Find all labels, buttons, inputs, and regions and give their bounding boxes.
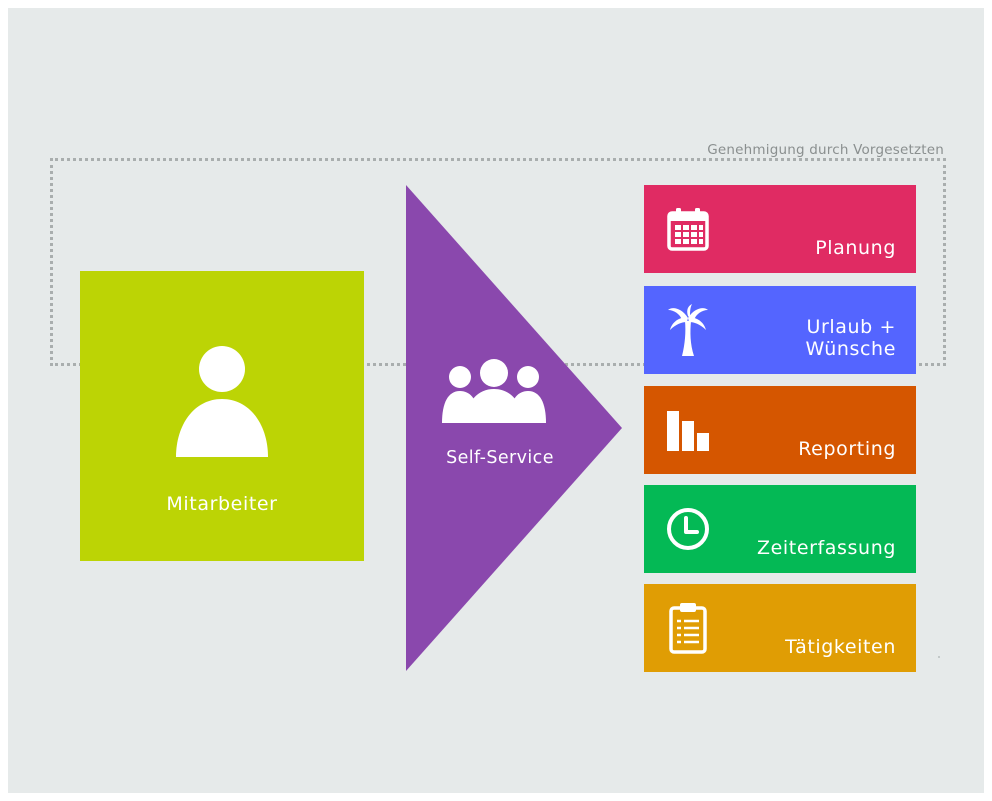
clock-icon — [664, 503, 712, 555]
module-label-line1: Zeiterfassung — [756, 537, 896, 559]
module-label: Urlaub + Wünsche — [806, 316, 896, 360]
module-label: Planung — [815, 237, 896, 259]
calendar-icon — [664, 203, 712, 255]
module-taetigkeiten: Tätigkeiten — [644, 584, 916, 672]
employee-block: Mitarbeiter — [80, 271, 364, 561]
decorative-dot — [938, 656, 940, 658]
module-label: Zeiterfassung — [757, 537, 896, 559]
self-service-label: Self-Service — [446, 448, 554, 468]
palm-tree-icon — [664, 304, 712, 356]
self-service-block: Self-Service — [406, 185, 622, 671]
group-icon — [442, 359, 546, 423]
employee-label: Mitarbeiter — [166, 493, 278, 515]
bar-chart-icon — [664, 404, 712, 456]
module-label-line1: Tätigkeiten — [785, 636, 896, 658]
module-zeiterfassung: Zeiterfassung — [644, 485, 916, 573]
module-planung: Planung — [644, 185, 916, 273]
module-label: Reporting — [798, 438, 896, 460]
clipboard-icon — [664, 602, 712, 654]
module-reporting: Reporting — [644, 386, 916, 474]
module-label-line1: Urlaub + — [806, 316, 896, 338]
module-label: Tätigkeiten — [785, 636, 896, 658]
module-label-line2: Wünsche — [805, 338, 896, 360]
approval-label: Genehmigung durch Vorgesetzten — [701, 142, 950, 158]
module-label-line1: Reporting — [798, 438, 896, 460]
self-service-arrow — [406, 185, 622, 671]
person-icon — [176, 346, 268, 457]
module-label-line1: Planung — [815, 237, 896, 259]
module-urlaub-wuensche: Urlaub + Wünsche — [644, 286, 916, 374]
